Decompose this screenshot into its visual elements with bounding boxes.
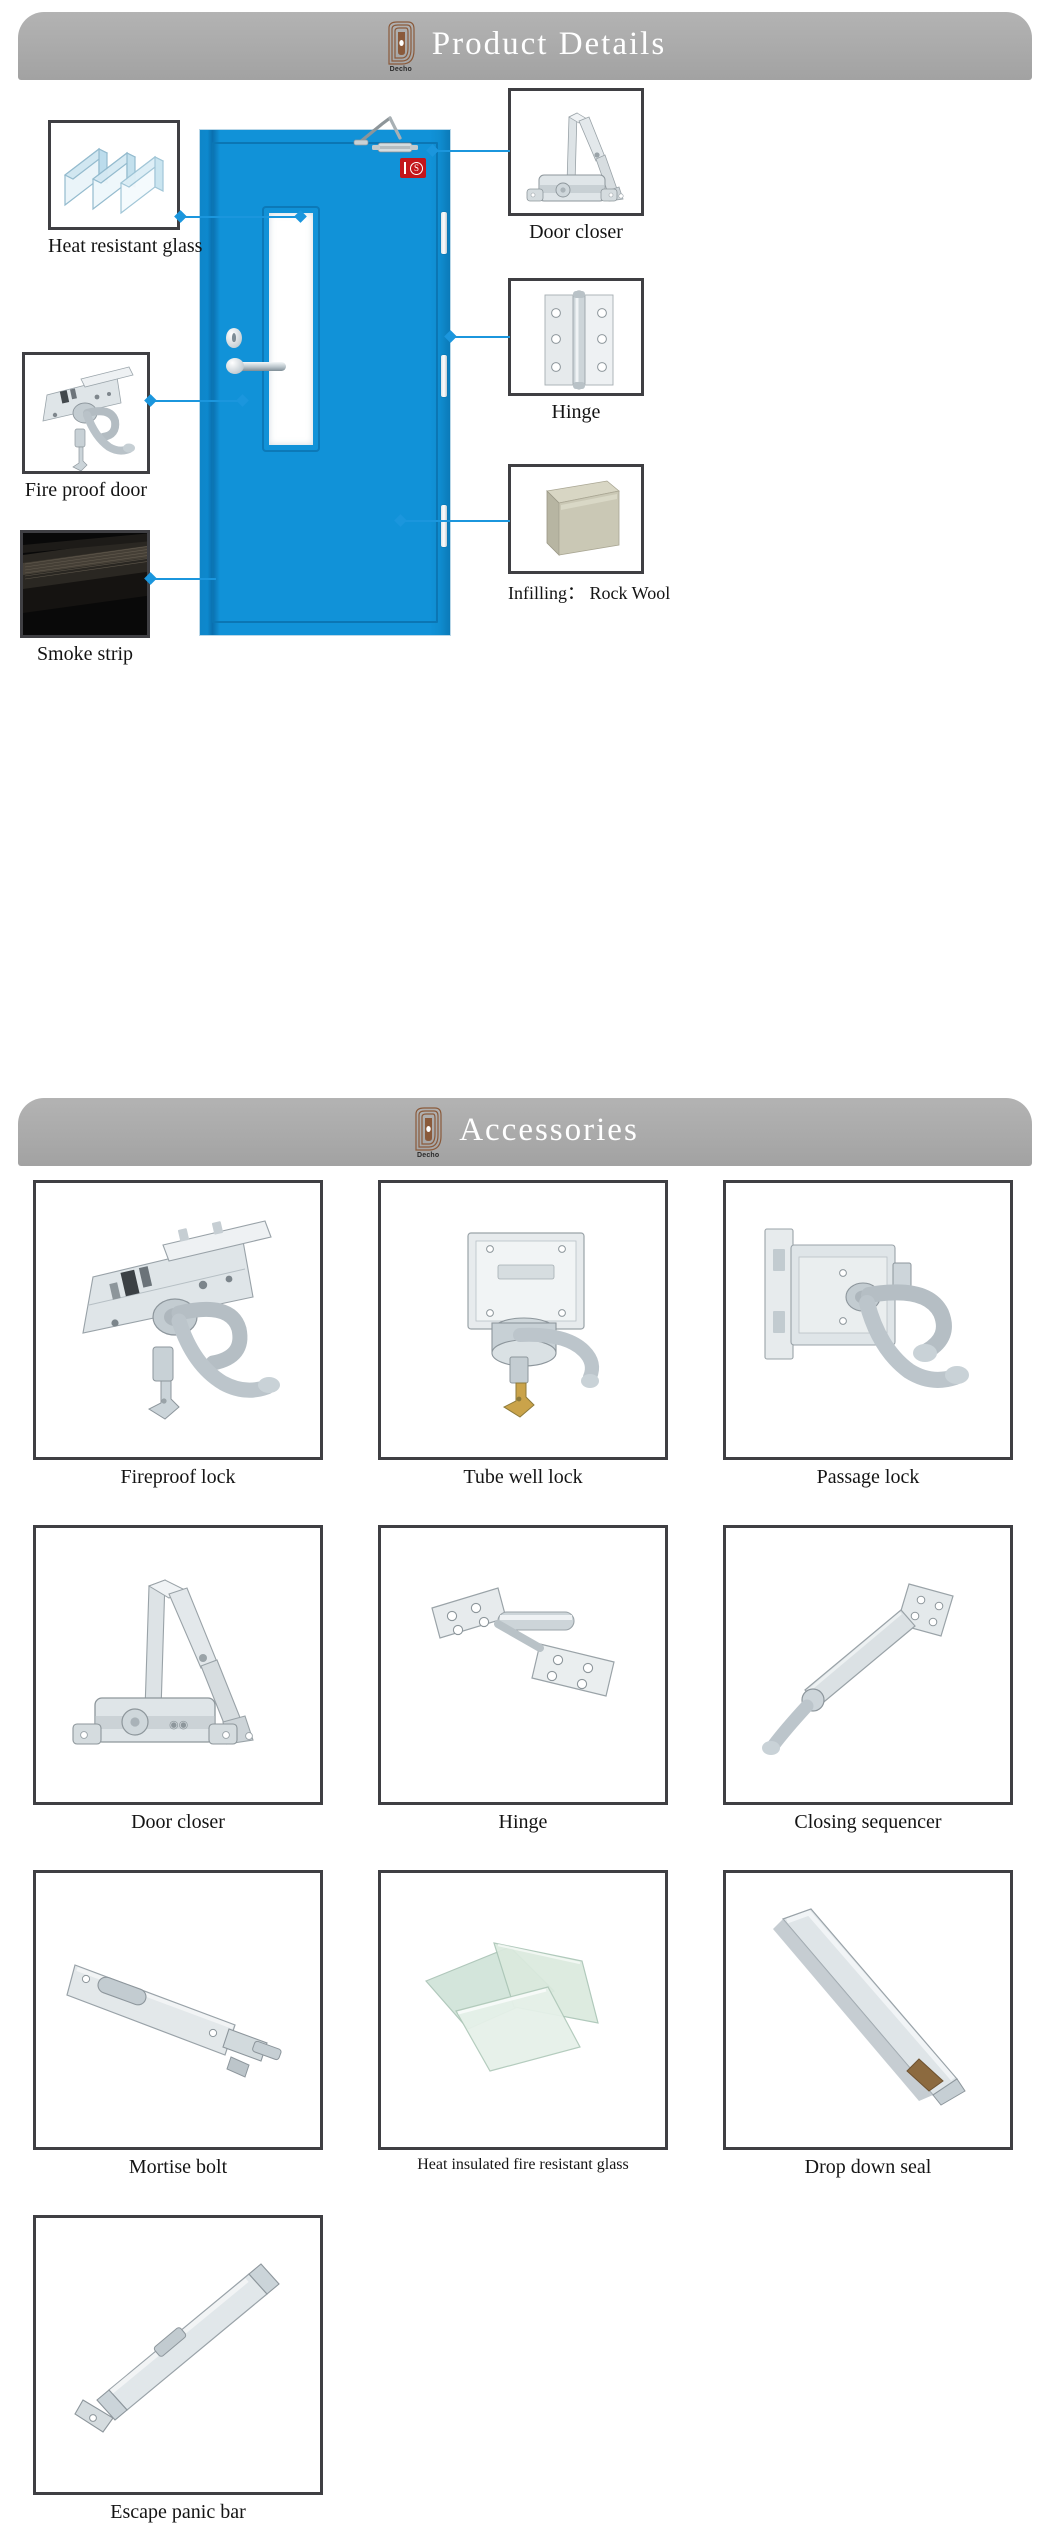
section-banner-product-details: Decho Product Details xyxy=(18,12,1032,80)
accessory-card-mortise-bolt: Mortise bolt xyxy=(33,1870,323,2179)
leader-line-infilling xyxy=(400,520,510,522)
accessory-thumbnail xyxy=(33,2215,323,2495)
page-title: Accessories xyxy=(459,1112,639,1148)
accessory-thumbnail xyxy=(378,1870,668,2150)
accessory-thumbnail xyxy=(723,1870,1013,2150)
fire-certification-label: S xyxy=(400,158,426,178)
product-details-diagram: S He xyxy=(0,80,1050,1080)
fire-label-stripe xyxy=(404,162,406,174)
callout-label: Door closer xyxy=(529,221,623,243)
leader-line-closer xyxy=(432,150,510,152)
fire-label-mark: S xyxy=(410,161,423,175)
callout-fire-proof-door: Fire proof door xyxy=(22,352,150,502)
accessory-label: Tube well lock xyxy=(463,1466,583,1488)
door-closer-icon xyxy=(526,112,624,202)
door-hinge-bottom-icon xyxy=(441,505,447,547)
accessory-label: Fireproof lock xyxy=(120,1466,236,1488)
tube-well-lock-icon xyxy=(467,1232,599,1418)
accessory-thumbnail xyxy=(378,1525,668,1805)
leader-line-hinge xyxy=(450,336,510,338)
door-vision-glass-panel xyxy=(264,208,318,450)
mortise-lock-icon xyxy=(82,1220,280,1420)
door-keyhole-escutcheon-icon xyxy=(226,328,242,348)
brand-logo-icon: Decho xyxy=(384,20,418,73)
mortise-lock-icon xyxy=(42,366,135,471)
infilling-thumbnail xyxy=(508,464,644,574)
drop-down-seal-icon xyxy=(773,1908,966,2106)
callout-infilling: Infilling： Rock Wool xyxy=(508,464,671,605)
door-inset-panel xyxy=(212,142,438,623)
door-closer-thumbnail xyxy=(508,88,644,216)
accessory-thumbnail: ◉◉ xyxy=(33,1525,323,1805)
accessory-label: Escape panic bar xyxy=(110,2501,246,2523)
accessory-label: Mortise bolt xyxy=(128,2156,228,2178)
accessory-card-passage-lock: Passage lock xyxy=(723,1180,1013,1489)
accessory-card-fireproof-lock: Fireproof lock xyxy=(33,1180,323,1489)
glass-panels-icon xyxy=(63,147,165,215)
accessory-card-door-closer: ◉◉ Door closer xyxy=(33,1525,323,1834)
smoke-strip-thumbnail xyxy=(20,530,150,638)
accessory-label: Closing sequencer xyxy=(794,1811,942,1833)
accessory-thumbnail xyxy=(33,1180,323,1460)
callout-label: Heat resistant glass xyxy=(48,235,203,257)
rock-wool-icon xyxy=(546,480,620,556)
callout-label: Hinge xyxy=(551,401,601,423)
accessory-thumbnail xyxy=(378,1180,668,1460)
page-title: Product Details xyxy=(431,26,667,62)
brand-wordmark: Decho xyxy=(389,66,412,73)
door-hinge-top-icon xyxy=(441,212,447,254)
hinge-icon xyxy=(544,290,614,390)
accessory-thumbnail xyxy=(33,1870,323,2150)
fire-door-illustration: S xyxy=(200,116,450,635)
glass-sheets-icon xyxy=(424,1942,599,2072)
hinge-thumbnail xyxy=(508,278,644,396)
callout-label: Fire proof door xyxy=(24,479,148,501)
accessory-thumbnail xyxy=(723,1180,1013,1460)
accessory-label: Passage lock xyxy=(816,1466,920,1488)
panic-bar-icon xyxy=(74,2263,280,2433)
flag-hinge-icon xyxy=(431,1587,615,1697)
accessory-label: Door closer xyxy=(131,1811,225,1833)
accessory-card-drop-down-seal: Drop down seal xyxy=(723,1870,1013,2179)
accessory-card-hinge: Hinge xyxy=(378,1525,668,1834)
door-lever-handle-icon xyxy=(234,362,286,371)
svg-text:◉◉: ◉◉ xyxy=(169,1719,188,1731)
brand-logo-icon: Decho xyxy=(411,1106,445,1159)
callout-hinge: Hinge xyxy=(508,278,644,424)
callout-smoke-strip: Smoke strip xyxy=(20,530,150,666)
leader-line-lock xyxy=(150,400,244,402)
door-closer-mounted-icon xyxy=(352,116,430,156)
callout-door-closer: Door closer xyxy=(508,88,644,244)
brand-wordmark: Decho xyxy=(416,1152,440,1159)
accessory-label: Heat insulated fire resistant glass xyxy=(417,2156,629,2173)
mortise-bolt-icon xyxy=(66,1964,282,2078)
accessories-grid: Fireproof lock xyxy=(0,1180,1050,2523)
leader-line-smoke xyxy=(150,578,216,580)
door-closer-icon: ◉◉ xyxy=(72,1579,254,1745)
accessory-label: Hinge xyxy=(498,1811,548,1833)
accessory-thumbnail xyxy=(723,1525,1013,1805)
callout-label: Smoke strip xyxy=(36,643,134,665)
accessory-card-tube-well-lock: Tube well lock xyxy=(378,1180,668,1489)
door-hinge-middle-icon xyxy=(441,355,447,397)
leader-line-glass xyxy=(180,216,302,218)
accessory-card-heat-insulated-glass: Heat insulated fire resistant glass xyxy=(378,1870,668,2174)
heat-resistant-glass-thumbnail xyxy=(48,120,180,230)
closing-sequencer-icon xyxy=(762,1583,954,1755)
accessory-card-escape-panic-bar: Escape panic bar xyxy=(33,2215,323,2524)
callout-heat-resistant-glass: Heat resistant glass xyxy=(48,120,203,258)
callout-label: Infilling： Rock Wool xyxy=(508,583,671,603)
passage-lock-icon xyxy=(764,1228,969,1388)
door-lever-rose-icon xyxy=(226,358,244,374)
fire-proof-door-thumbnail xyxy=(22,352,150,474)
smoke-strip-icon xyxy=(23,533,147,635)
section-banner-accessories: Decho Accessories xyxy=(18,1098,1032,1166)
accessory-label: Drop down seal xyxy=(804,2156,932,2178)
accessory-card-closing-sequencer: Closing sequencer xyxy=(723,1525,1013,1834)
